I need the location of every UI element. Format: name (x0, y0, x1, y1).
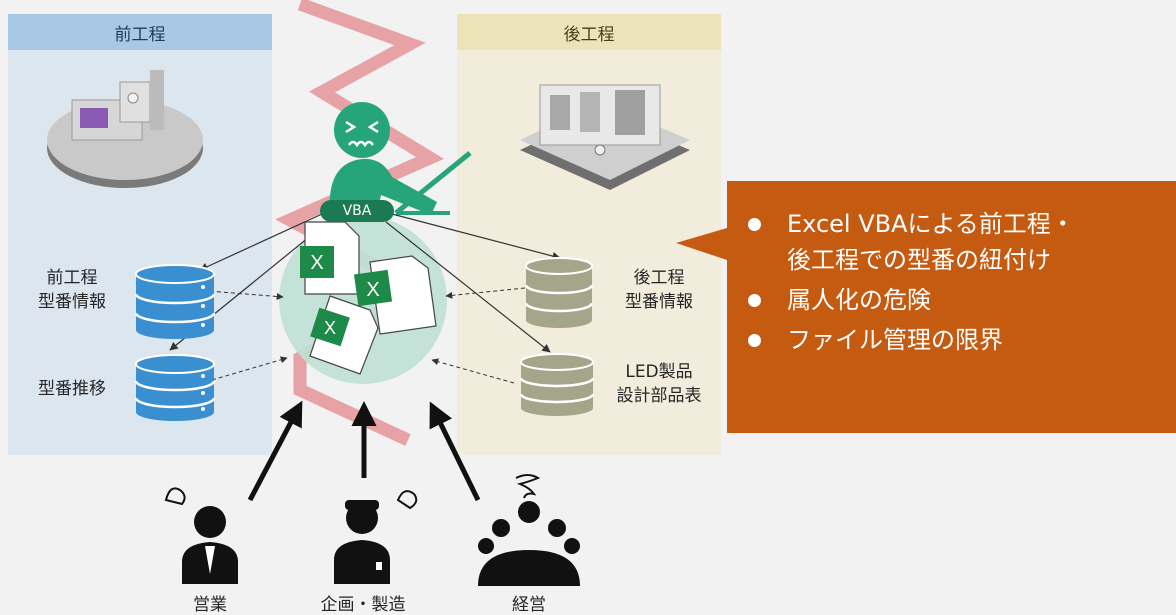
excel-file-icon: X (309, 295, 379, 375)
back-model-info-label: 後工程 型番情報 (625, 268, 693, 312)
vba-badge: VBA (320, 200, 394, 222)
back-process-header: 後工程 (457, 14, 721, 50)
bullet-icon (748, 218, 761, 231)
svg-text:X: X (366, 279, 379, 301)
svg-text:X: X (324, 318, 336, 338)
led-bom-label: LED製品 設計部品表 (616, 362, 702, 406)
back-factory-illustration (520, 84, 690, 190)
front-model-info-database-icon (134, 264, 216, 339)
issue-item: Excel VBAによる前工程・ 後工程での型番の紐付け (740, 206, 1170, 278)
bullet-icon (748, 334, 761, 347)
stakeholder-label-planning: 企画・製造 (320, 595, 406, 615)
model-transition-label: 型番推移 (38, 379, 106, 399)
issues-list: Excel VBAによる前工程・ 後工程での型番の紐付け 属人化の危険 ファイル… (740, 206, 1170, 362)
stakeholder-label-sales: 営業 (193, 595, 227, 615)
excel-file-icon: X (353, 255, 437, 335)
issue-text: Excel VBAによる前工程・ 後工程での型番の紐付け (787, 210, 1075, 274)
bullet-icon (748, 294, 761, 307)
issue-item: ファイル管理の限界 (740, 322, 1170, 358)
front-process-header: 前工程 (8, 14, 272, 50)
issue-text: ファイル管理の限界 (787, 326, 1003, 354)
back-model-info-database-icon (524, 257, 594, 328)
issue-text: 属人化の危険 (787, 286, 931, 314)
zigzag-line (275, 0, 444, 446)
model-transition-database-icon (134, 354, 216, 421)
excel-file-icon: X (300, 221, 360, 295)
svg-text:X: X (310, 252, 323, 274)
issues-callout (727, 181, 1176, 433)
management-group-icon (478, 474, 580, 586)
planning-manufacturing-person-icon (334, 490, 418, 584)
front-factory-illustration (47, 70, 203, 188)
issue-item: 属人化の危険 (740, 282, 1170, 318)
led-bom-database-icon (519, 353, 595, 416)
stakeholder-label-management: 経営 (512, 595, 546, 615)
front-model-info-label: 前工程 型番情報 (38, 268, 106, 312)
callout-pointer (676, 228, 727, 260)
sales-person-icon (164, 487, 238, 584)
worker-illustration (329, 102, 472, 215)
